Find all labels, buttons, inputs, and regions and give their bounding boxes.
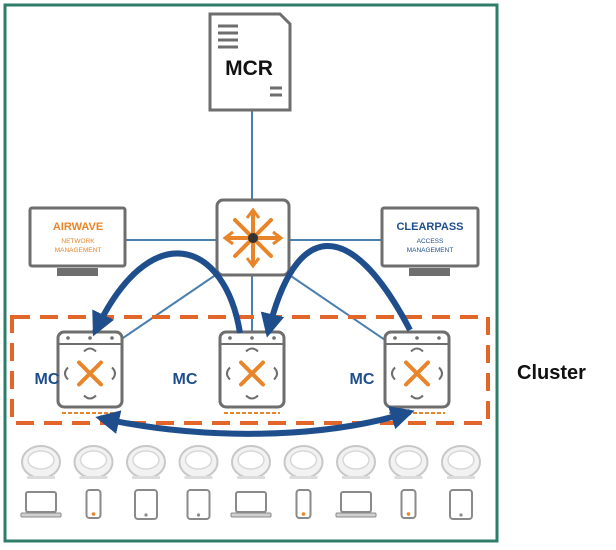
arrow-bottom-arc bbox=[95, 406, 415, 437]
access-point-icon bbox=[336, 445, 376, 479]
mc-controller: MC bbox=[35, 330, 124, 414]
access-point-icon bbox=[178, 445, 219, 479]
clearpass-subtitle-1: ACCESS bbox=[417, 238, 444, 245]
airwave-title: AIRWAVE bbox=[53, 221, 103, 233]
mobility-controllers: MC MC MC bbox=[35, 330, 451, 414]
phone-icon bbox=[400, 489, 417, 519]
mc-label: MC bbox=[173, 371, 198, 388]
mc-controller: MC bbox=[350, 330, 451, 414]
mc-logo-icon bbox=[239, 360, 265, 387]
core-switch bbox=[215, 198, 291, 277]
access-point-icon bbox=[441, 445, 481, 479]
cluster-arrows bbox=[92, 243, 415, 437]
clearpass-monitor: CLEARPASS ACCESS MANAGEMENT bbox=[380, 206, 480, 276]
access-point-row bbox=[21, 445, 481, 479]
airwave-subtitle-1: NETWORK bbox=[61, 238, 95, 245]
mc-controller: MC bbox=[173, 330, 286, 414]
arrow-left-arc bbox=[92, 250, 243, 337]
cluster-label: Cluster bbox=[517, 362, 586, 384]
airwave-monitor: AIRWAVE NETWORK MANAGEMENT bbox=[28, 206, 127, 276]
tablet-icon bbox=[449, 489, 473, 520]
access-point-icon bbox=[231, 445, 271, 479]
tablet-icon bbox=[134, 489, 158, 520]
mc-chassis bbox=[56, 330, 124, 409]
mc-label: MC bbox=[35, 371, 60, 388]
laptop-icon bbox=[335, 491, 377, 518]
access-point-icon bbox=[126, 445, 166, 479]
access-point-icon bbox=[73, 445, 114, 479]
arrow-right-arc bbox=[260, 243, 413, 338]
switch-to-mc-left-line bbox=[119, 271, 221, 341]
server-vents bbox=[218, 24, 282, 97]
clearpass-title: CLEARPASS bbox=[396, 221, 463, 233]
mc-logo-icon bbox=[404, 360, 430, 387]
client-device-row bbox=[20, 489, 473, 520]
wifi-wave-icon bbox=[226, 347, 278, 400]
phone-icon bbox=[295, 489, 312, 519]
mcr-server: MCR bbox=[208, 12, 292, 112]
clearpass-subtitle-2: MANAGEMENT bbox=[407, 247, 454, 254]
mc-chassis bbox=[383, 330, 451, 409]
airwave-subtitle-2: MANAGEMENT bbox=[55, 247, 102, 254]
laptop-icon bbox=[230, 491, 272, 518]
wifi-wave-icon bbox=[64, 347, 116, 400]
access-point-icon bbox=[283, 445, 324, 479]
mc-label: MC bbox=[350, 371, 375, 388]
switch-to-mc-right-line bbox=[284, 271, 386, 341]
access-point-icon bbox=[388, 445, 429, 479]
access-point-icon bbox=[21, 445, 61, 479]
phone-icon bbox=[85, 489, 102, 519]
mc-logo-icon bbox=[77, 360, 103, 387]
connection-lines bbox=[119, 110, 386, 341]
wifi-wave-icon bbox=[391, 347, 443, 400]
tablet-icon bbox=[186, 489, 211, 520]
laptop-icon bbox=[20, 491, 62, 518]
mcr-label: MCR bbox=[225, 57, 273, 80]
